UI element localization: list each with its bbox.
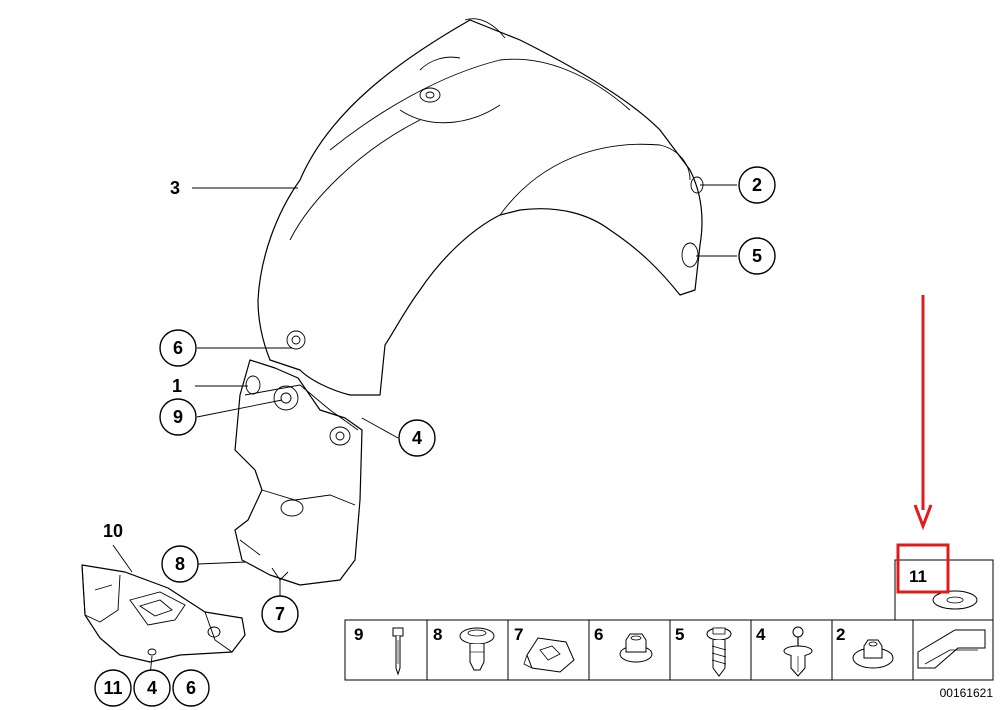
callout-4-bottom: 4 [133, 669, 171, 707]
callout-11-bottom-label: 11 [103, 678, 122, 698]
callout-6-bottom: 6 [172, 669, 210, 707]
legend-item-8: 8 [433, 625, 442, 644]
legend-item-11: 11 [909, 567, 927, 586]
legend-item-7: 7 [514, 625, 523, 644]
fastener-legend: 9 8 7 6 5 4 2 11 [344, 559, 994, 681]
washer-icon [932, 590, 978, 610]
label-3: 3 [170, 178, 180, 198]
callout-5: 5 [738, 237, 776, 275]
callout-6-bottom-label: 6 [186, 678, 196, 698]
callout-8-label: 8 [175, 554, 185, 574]
legend-item-9: 9 [354, 625, 363, 644]
small-bracket [81, 564, 246, 663]
callout-4-label: 4 [412, 428, 422, 448]
callout-9: 9 [159, 398, 197, 436]
legend-item-2: 2 [836, 625, 845, 644]
callout-2: 2 [738, 166, 776, 204]
red-annotation [896, 295, 950, 594]
callout-8: 8 [161, 545, 199, 583]
callout-6-top: 6 [159, 329, 197, 367]
callout-11-bottom: 11 [94, 669, 132, 707]
callout-4: 4 [398, 419, 436, 457]
push-clip-icon [459, 627, 495, 671]
callout-9-label: 9 [173, 407, 183, 427]
expansion-rivet-icon [783, 626, 813, 677]
lower-bracket [234, 359, 363, 586]
callout-7-label: 7 [275, 604, 285, 624]
label-10: 10 [103, 521, 123, 541]
label-1: 1 [172, 376, 182, 396]
callout-6-top-label: 6 [173, 338, 183, 358]
reference-arrow-icon [917, 629, 986, 669]
wheel-arch-liner [257, 18, 704, 396]
callout-4-bottom-label: 4 [147, 678, 157, 698]
callout-7: 7 [261, 595, 299, 633]
legend-item-5: 5 [675, 625, 684, 644]
flange-nut-icon [619, 633, 653, 663]
speed-nut-icon [523, 637, 575, 673]
screw-icon [706, 627, 732, 677]
legend-item-4: 4 [756, 625, 766, 644]
callout-2-label: 2 [752, 175, 762, 195]
rivet-icon [392, 627, 404, 676]
document-number: 00161621 [940, 686, 994, 700]
washer-nut-icon [852, 639, 894, 669]
callout-5-label: 5 [752, 246, 762, 266]
legend-item-6: 6 [594, 625, 603, 644]
